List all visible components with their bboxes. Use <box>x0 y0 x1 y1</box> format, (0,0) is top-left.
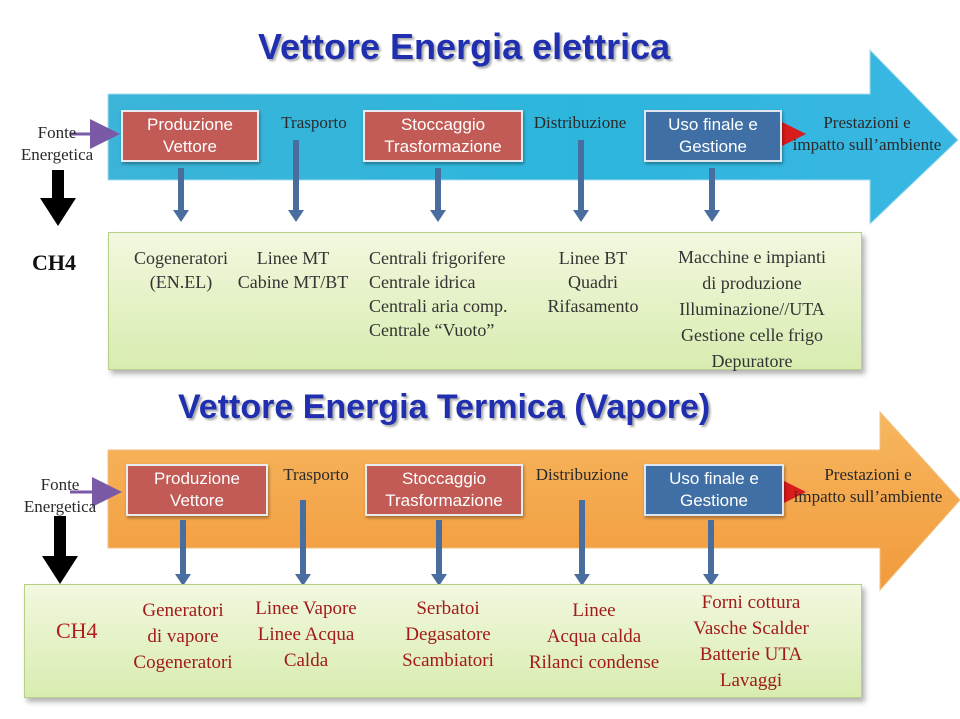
black-down-arrow-top <box>40 170 76 226</box>
electric-title: Vettore Energia elettrica <box>258 26 671 67</box>
electric-details-box <box>108 232 862 370</box>
black-down-arrow-bottom <box>42 516 78 584</box>
thermal-details-box <box>24 584 862 698</box>
electric-cogeneratori-text: Cogeneratori(EN.EL) <box>134 248 228 292</box>
thermal-distribuzione-label: Distribuzione <box>535 465 629 484</box>
thermal-ch4-label: CH4 <box>56 618 98 643</box>
electric-ch4-label: CH4 <box>32 250 76 275</box>
electric-distribuzione-label: Distribuzione <box>533 113 627 132</box>
electric-flow-band <box>107 48 959 226</box>
thermal-flow-band <box>107 410 960 592</box>
blue-down-arrows-bottom <box>175 500 719 586</box>
thermal-title: Vettore Energia Termica (Vapore) <box>178 388 711 426</box>
thermal-trasporto-label: Trasporto <box>283 465 349 484</box>
blue-down-arrows-top <box>173 140 720 222</box>
electric-trasporto-label: Trasporto <box>281 113 347 132</box>
